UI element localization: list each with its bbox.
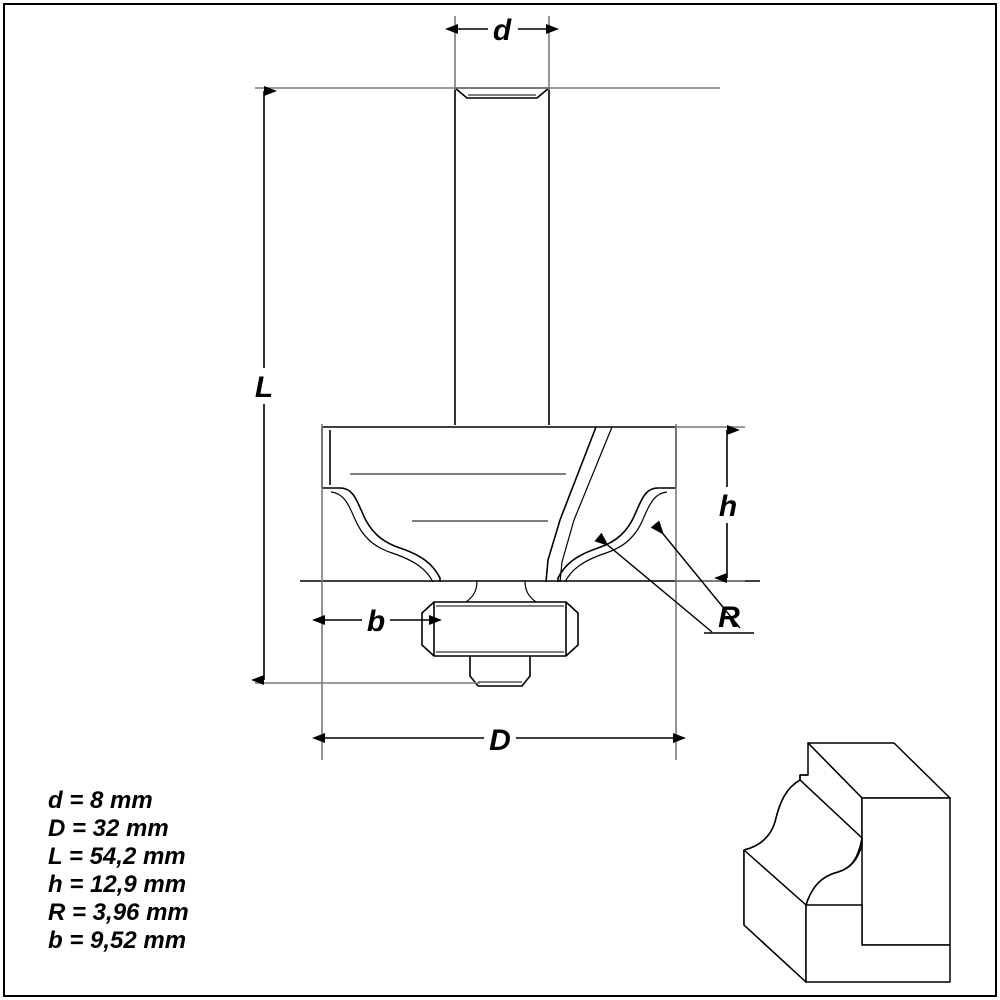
specification-list: d = 8 mm D = 32 mm L = 54,2 mm h = 12,9 … bbox=[48, 787, 189, 954]
spec-line-b: b = 9,52 mm bbox=[48, 927, 186, 954]
dimension-label-h: h bbox=[719, 490, 737, 523]
spec-line-d: d = 8 mm bbox=[48, 787, 153, 814]
dimension-R: R bbox=[594, 520, 754, 634]
retaining-screw bbox=[469, 656, 531, 687]
dimension-label-D: D bbox=[489, 724, 511, 757]
dimension-b: b bbox=[312, 605, 442, 638]
dimension-L: L bbox=[248, 86, 282, 685]
dimension-d: d bbox=[445, 14, 559, 47]
router-bit-shank bbox=[454, 87, 550, 425]
extension-lines bbox=[255, 16, 745, 760]
dimension-label-d: d bbox=[493, 14, 512, 47]
dimension-h: h bbox=[711, 425, 745, 583]
spec-line-h: h = 12,9 mm bbox=[48, 871, 186, 898]
spec-line-D: D = 32 mm bbox=[48, 815, 169, 842]
spec-line-L: L = 54,2 mm bbox=[48, 843, 186, 870]
pilot-bearing bbox=[421, 601, 579, 657]
drawing-frame bbox=[3, 3, 997, 997]
dimension-label-L: L bbox=[255, 371, 273, 404]
ogee-profile-sample bbox=[743, 742, 951, 983]
dimension-D: D bbox=[312, 722, 686, 757]
dimension-label-b: b bbox=[367, 605, 385, 638]
spec-line-R: R = 3,96 mm bbox=[48, 899, 189, 926]
cutter-head-body bbox=[300, 426, 760, 603]
dimension-label-R: R bbox=[718, 601, 740, 634]
